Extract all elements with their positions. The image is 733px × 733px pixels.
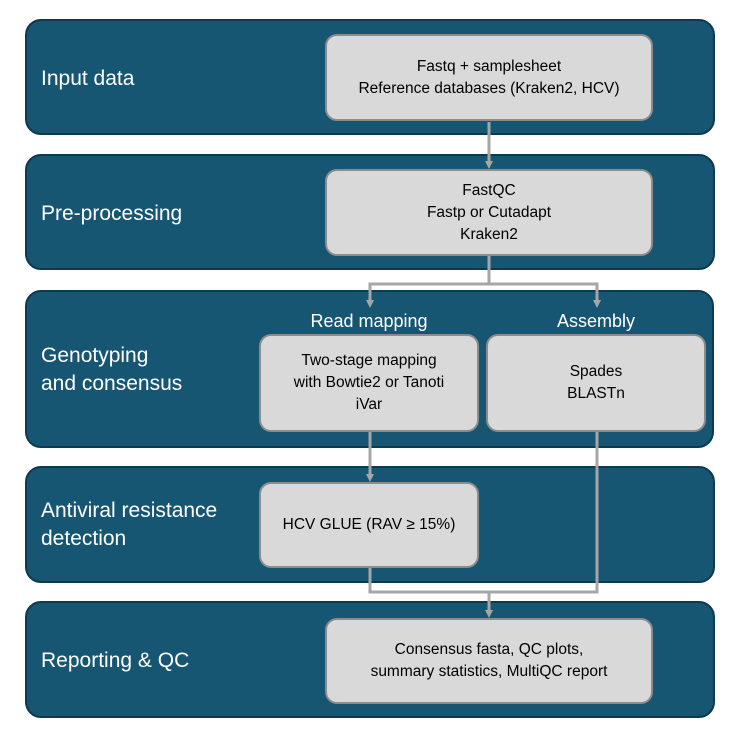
assembly-line-2: BLASTn	[567, 385, 625, 402]
read-mapping-line-3: iVar	[355, 396, 383, 413]
read-mapping-line-2: with Bowtie2 or Tanoti	[293, 374, 445, 391]
resistance-box: HCV GLUE (RAV ≥ 15%)	[259, 482, 479, 568]
reporting-box: Consensus fasta, QC plots, summary stati…	[325, 618, 653, 704]
assembly-box: Spades BLASTn	[486, 334, 706, 432]
reporting-line-1: Consensus fasta, QC plots,	[394, 641, 584, 658]
input-box-line-1: Fastq + samplesheet	[416, 57, 562, 75]
preprocessing-box-line-2: Fastp or Cutadapt	[426, 203, 552, 221]
stage-label-resistance: Antiviral resistance detection	[41, 499, 218, 550]
resistance-line-1: HCV GLUE (RAV ≥ 15%)	[282, 516, 456, 533]
assembly-title: Assembly	[556, 311, 636, 331]
read-mapping-line-1: Two-stage mapping	[301, 352, 437, 369]
assembly-line-1: Spades	[569, 363, 623, 380]
input-box-line-2: Reference databases (Kraken2, HCV)	[358, 79, 620, 97]
preprocessing-box-line-1: FastQC	[462, 181, 516, 199]
read-mapping-box: Two-stage mapping with Bowtie2 or Tanoti…	[259, 334, 479, 432]
preprocessing-box: FastQC Fastp or Cutadapt Kraken2	[325, 169, 653, 256]
stage-label-genotyping: Genotyping and consensus	[41, 344, 183, 395]
stage-label-preprocessing: Pre-processing	[41, 202, 183, 225]
reporting-line-2: summary statistics, MultiQC report	[370, 663, 608, 680]
stage-label-input: Input data	[41, 67, 135, 90]
preprocessing-box-line-3: Kraken2	[460, 225, 518, 243]
input-box: Fastq + samplesheet Reference databases …	[325, 34, 653, 121]
read-mapping-title: Read mapping	[310, 311, 428, 331]
stage-label-reporting: Reporting & QC	[41, 649, 190, 672]
